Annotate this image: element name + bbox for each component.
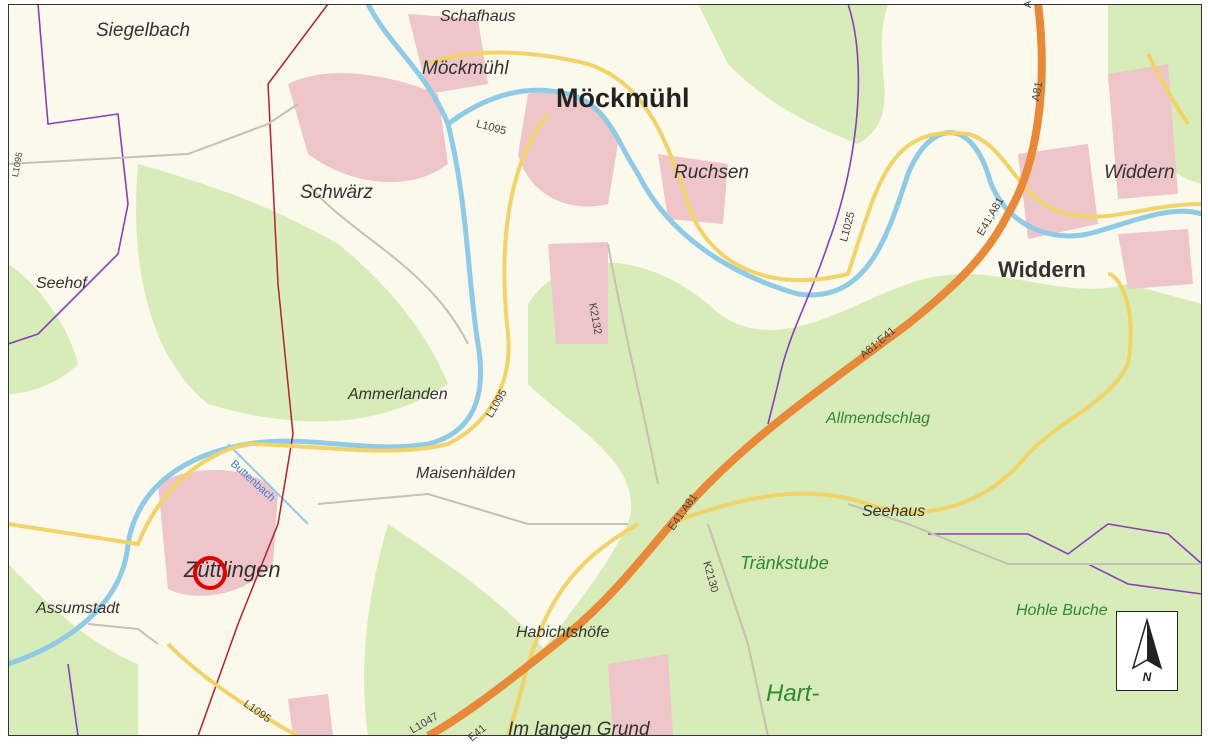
forest-label-allmendschlag: Allmendschlag bbox=[826, 410, 931, 427]
place-label-widdern: Widdern bbox=[998, 257, 1086, 282]
settlements bbox=[158, 14, 1193, 736]
forest-label-hohle-buche: Hohle Buche bbox=[1016, 602, 1108, 619]
place-label-seehof: Seehof bbox=[36, 275, 87, 292]
place-label-habichtshoefe: Habichtshöfe bbox=[516, 624, 610, 641]
main-roads bbox=[8, 50, 1202, 736]
place-label-ammerlanden: Ammerlanden bbox=[348, 386, 448, 403]
minor-roads bbox=[8, 103, 1202, 736]
forest-label-hart: Hart- bbox=[766, 680, 820, 707]
place-label-seehaus: Seehaus bbox=[862, 503, 926, 520]
place-label-schwaerz: Schwärz bbox=[300, 182, 373, 203]
place-label-maisenhaelden: Maisenhälden bbox=[416, 465, 516, 482]
motorway-a81 bbox=[426, 4, 1046, 736]
place-label-im-langen-grund: Im langen Grund bbox=[508, 719, 650, 740]
north-label: N bbox=[1142, 670, 1152, 684]
topographic-map[interactable] bbox=[8, 4, 1202, 736]
north-arrow-icon bbox=[1131, 617, 1163, 670]
place-label-ruchsen: Ruchsen bbox=[674, 162, 749, 183]
railway-line bbox=[197, 4, 329, 736]
stream-buttenbach bbox=[227, 443, 309, 525]
place-label-schafhaus: Schafhaus bbox=[440, 8, 516, 25]
north-arrow: N bbox=[1116, 611, 1178, 691]
place-label-widdern-small: Widdern bbox=[1104, 162, 1175, 183]
forest-label-traenkstube: Tränkstube bbox=[740, 553, 829, 573]
location-marker-circle bbox=[193, 556, 227, 590]
place-label-moeckmuehl-small: Möckmühl bbox=[422, 58, 509, 79]
road-label-a81-top: A81 bbox=[1022, 0, 1034, 8]
place-label-assumstadt: Assumstadt bbox=[36, 600, 120, 617]
place-label-siegelbach: Siegelbach bbox=[96, 20, 191, 41]
place-label-moeckmuehl: Möckmühl bbox=[556, 83, 690, 113]
